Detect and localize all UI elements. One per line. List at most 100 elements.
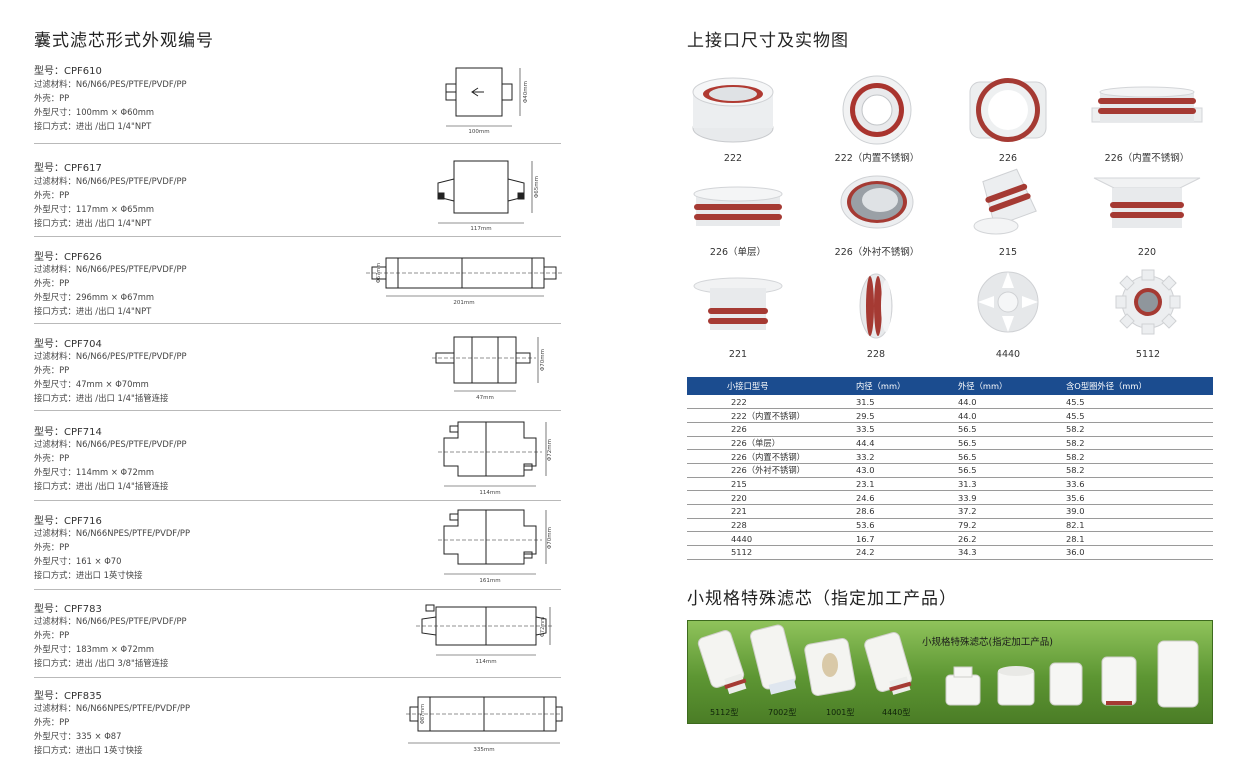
thumb-label: 221 — [728, 349, 748, 360]
product-shell: 外壳：PP — [34, 365, 70, 375]
product-model: 型号：CPF714 — [34, 427, 102, 438]
table-cell: 33.6 — [1062, 477, 1213, 492]
table-cell: 220 — [687, 490, 852, 505]
table-cell: 222（内置不锈钢） — [687, 408, 852, 423]
thumb-5112: 5112 — [1098, 268, 1198, 360]
cpf617-drawing: 117mm Φ65mm — [437, 160, 540, 232]
table-cell: 33.9 — [954, 490, 1062, 505]
product-material: 过滤材料：N6/N66/PES/PTFE/PVDF/PP — [34, 79, 187, 89]
divider — [34, 589, 561, 590]
table-cell: 45.5 — [1062, 395, 1213, 410]
thumb-label: 226（外衬不锈钢） — [834, 247, 920, 258]
divider — [34, 143, 561, 144]
product-model: 型号：CPF783 — [34, 604, 102, 615]
product-connection: 接口方式：进出 /出口 1/4"插管连接 — [34, 481, 169, 491]
table-cell: 56.5 — [954, 463, 1062, 478]
product-model: 型号：CPF716 — [34, 516, 102, 527]
dim-diameter: Φ70mm — [540, 349, 546, 371]
dim-length: 117mm — [470, 226, 491, 232]
section-title-special: 小规格特殊滤芯（指定加工产品） — [687, 589, 957, 609]
dim-length: 114mm — [479, 490, 500, 496]
dim-length: 335mm — [473, 747, 494, 753]
divider — [34, 323, 561, 324]
thumb-label: 215 — [998, 247, 1018, 258]
thumb-label: 4440 — [995, 349, 1021, 360]
product-material: 过滤材料：N6/N66NPES/PTFE/PVDF/PP — [34, 528, 191, 538]
dim-length: 201mm — [453, 300, 474, 306]
cpf704-drawing: 47mm Φ70mm — [432, 336, 546, 401]
product-material: 过滤材料：N6/N66/PES/PTFE/PVDF/PP — [34, 264, 187, 274]
cap-5112-image — [1115, 269, 1181, 335]
table-cell: 58.2 — [1062, 463, 1213, 478]
product-cpf783: 型号：CPF783 过滤材料：N6/N66/PES/PTFE/PVDF/PP 外… — [34, 591, 561, 678]
divider — [34, 677, 561, 678]
special-cartridges-image — [697, 624, 1199, 708]
divider — [34, 236, 561, 237]
product-size: 外型尺寸：296mm × Φ67mm — [34, 292, 155, 302]
thumb-label: 5112 — [1135, 349, 1161, 360]
section-title-interfaces: 上接口尺寸及实物图 — [687, 31, 849, 51]
dim-length: 100mm — [468, 129, 489, 134]
cartridge-1001 — [804, 638, 856, 696]
dim-length: 161mm — [479, 578, 500, 584]
table-cell: 45.5 — [1062, 408, 1213, 423]
table-cell: 24.6 — [852, 490, 954, 505]
table-cell: 44.0 — [954, 408, 1062, 423]
cap-226-ss-image — [1091, 86, 1203, 123]
dim-diameter: Φ72mm — [540, 617, 546, 637]
cap-222-ss-image — [842, 75, 912, 145]
table-cell: 58.2 — [1062, 422, 1213, 437]
product-connection: 接口方式：进出 /出口 3/8"插管连接 — [34, 658, 169, 668]
product-cpf610: 型号：CPF610 过滤材料：N6/N66/PES/PTFE/PVDF/PP 外… — [34, 62, 561, 144]
product-cpf704: 型号：CPF704 过滤材料：N6/N66/PES/PTFE/PVDF/PP 外… — [34, 325, 561, 411]
table-cell: 28.6 — [852, 504, 954, 519]
table-cell: 226（单层） — [687, 436, 852, 451]
dim-diameter: Φ70mm — [547, 527, 553, 549]
table-cell: 31.3 — [954, 477, 1062, 492]
table-cell: 44.4 — [852, 436, 954, 451]
product-size: 外型尺寸：117mm × Φ65mm — [34, 204, 155, 214]
product-cpf714: 型号：CPF714 过滤材料：N6/N66/PES/PTFE/PVDF/PP 外… — [34, 412, 561, 501]
table-cell: 33.5 — [852, 422, 954, 437]
product-material: 过滤材料：N6/N66/PES/PTFE/PVDF/PP — [34, 616, 187, 626]
product-shell: 外壳：PP — [34, 630, 70, 640]
table-cell: 53.6 — [852, 518, 954, 533]
table-cell: 44.0 — [954, 395, 1062, 410]
dim-diameter: Φ72mm — [547, 439, 553, 461]
product-cpf716: 型号：CPF716 过滤材料：N6/N66NPES/PTFE/PVDF/PP 外… — [34, 502, 561, 590]
banner-title: 小规格特殊滤芯(指定加工产品) — [922, 637, 1053, 648]
col-header-oring: 含O型圈外径（mm） — [1066, 381, 1147, 391]
table-cell: 36.0 — [1062, 545, 1213, 560]
product-connection: 接口方式：进出 /出口 1/4"NPT — [34, 121, 152, 131]
product-model: 型号：CPF617 — [34, 163, 102, 174]
thumb-4440: 4440 — [960, 268, 1056, 360]
right-page: 上接口尺寸及实物图 222 222（内置不锈钢） 226 — [660, 0, 1247, 781]
table-cell: 226 — [687, 422, 852, 437]
thumb-label: 222 — [723, 153, 743, 164]
table-cell: 39.0 — [1062, 504, 1213, 519]
cap-226-outer-ss-image — [840, 175, 914, 229]
product-cpf617: 型号：CPF617 过滤材料：N6/N66/PES/PTFE/PVDF/PP 外… — [34, 151, 561, 237]
cartridge-5112 — [697, 630, 747, 695]
table-cell: 226（内置不锈钢） — [687, 449, 852, 464]
product-connection: 接口方式：进出口 1英寸快接 — [34, 570, 143, 580]
divider — [34, 410, 561, 411]
cap-4440-image — [977, 271, 1039, 333]
cartridge-7002 — [750, 624, 797, 695]
dim-diameter: Φ40mm — [523, 81, 529, 103]
thumb-226: 226 — [948, 72, 1068, 164]
product-model: 型号：CPF704 — [34, 339, 102, 350]
product-cpf835: 型号：CPF835 过滤材料：N6/N66NPES/PTFE/PVDF/PP 外… — [34, 679, 563, 769]
product-size: 外型尺寸：47mm × Φ70mm — [34, 379, 149, 389]
table-cell: 43.0 — [852, 463, 954, 478]
cap-226-single-image — [693, 186, 783, 226]
banner-label-7002: 7002型 — [768, 708, 797, 717]
table-cell: 58.2 — [1062, 436, 1213, 451]
cpf610-drawing: 100mm Φ40mm — [445, 67, 529, 134]
cpf835-drawing: 335mm Φ87mm — [406, 696, 563, 753]
